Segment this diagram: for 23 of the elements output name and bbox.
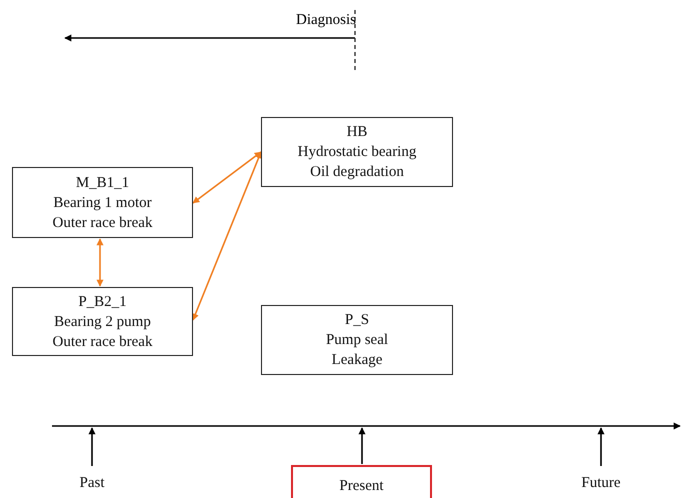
leader-arrow	[358, 427, 366, 464]
arrow-label: Diagnosis	[296, 12, 356, 29]
leader-arrow	[88, 427, 96, 466]
node-title: Present	[339, 477, 384, 496]
node-title: M_B1_1	[76, 174, 130, 192]
fault-box	[12, 167, 193, 238]
node-title: Past	[79, 474, 104, 493]
leader-arrow	[598, 427, 604, 466]
node-description: Pump seal Leakage	[324, 331, 390, 370]
node-title: HB	[346, 123, 368, 142]
node-description: Bearing 2 pump Outer race break	[52, 312, 154, 352]
node-description: Bearing 1 motor Outer race break	[52, 194, 154, 232]
fault-box	[12, 287, 193, 356]
node-title: Future	[581, 474, 621, 493]
fault-box	[261, 117, 453, 187]
node-description: Hydrostatic bearing Oil degradation	[296, 143, 418, 182]
present-box	[291, 465, 432, 498]
double-arrow	[96, 238, 104, 287]
node-title: P_B2_1	[78, 292, 127, 312]
double-arrow	[192, 151, 262, 204]
double-arrow	[192, 151, 262, 321]
node-title: P_S	[344, 311, 370, 330]
fault-box	[261, 305, 453, 375]
